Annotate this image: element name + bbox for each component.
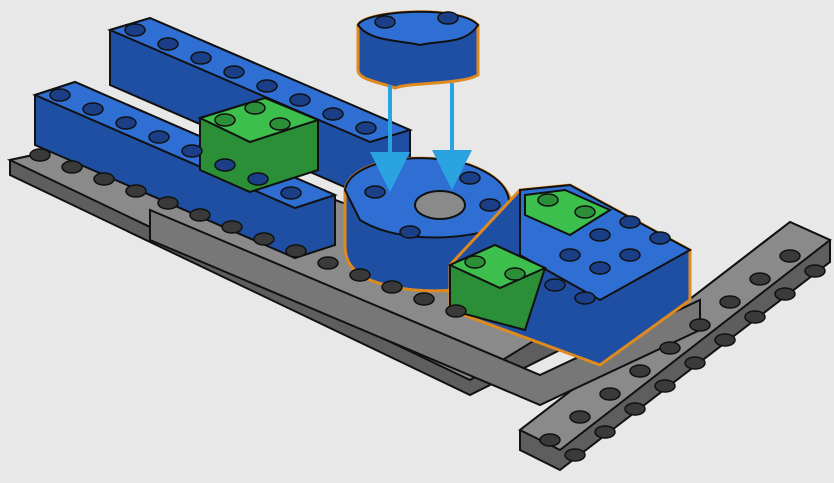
blue-stud <box>50 89 70 101</box>
blue-stud <box>400 226 420 238</box>
blue-stud <box>116 117 136 129</box>
plate-stud <box>540 434 560 446</box>
blue-stud <box>257 80 277 92</box>
green-stud <box>245 102 265 114</box>
blue-stud <box>224 66 244 78</box>
blue-stud <box>620 216 640 228</box>
green-stud <box>575 206 595 218</box>
plate-stud <box>158 197 178 209</box>
blue-stud <box>191 52 211 64</box>
plate-stud <box>660 342 680 354</box>
blue-stud <box>281 187 301 199</box>
plate-stud <box>318 257 338 269</box>
plate-stud <box>630 365 650 377</box>
plate-stud <box>715 334 735 346</box>
plate-stud <box>720 296 740 308</box>
blue-stud <box>620 249 640 261</box>
plate-stud <box>595 426 615 438</box>
plate-stud <box>126 185 146 197</box>
green-stud <box>465 256 485 268</box>
green-stud <box>538 194 558 206</box>
plate-stud <box>222 221 242 233</box>
blue-stud <box>149 131 169 143</box>
blue-stud <box>460 172 480 184</box>
blue-stud <box>575 292 595 304</box>
plate-stud <box>745 311 765 323</box>
plate-stud <box>414 293 434 305</box>
plate-stud <box>350 269 370 281</box>
blue-stud <box>590 229 610 241</box>
blue-stud <box>438 12 458 24</box>
blue-stud <box>290 94 310 106</box>
green-stud <box>270 118 290 130</box>
blue-stud <box>248 173 268 185</box>
plate-stud <box>750 273 770 285</box>
blue-stud <box>365 186 385 198</box>
plate-stud <box>570 411 590 423</box>
plate-stud <box>190 209 210 221</box>
plate-stud <box>30 149 50 161</box>
plate-stud <box>94 173 114 185</box>
blue-stud <box>125 24 145 36</box>
blue-stud <box>182 145 202 157</box>
blue-stud <box>356 122 376 134</box>
plate-stud <box>625 403 645 415</box>
blue-stud <box>375 16 395 28</box>
blue-stud <box>650 232 670 244</box>
plate-stud <box>254 233 274 245</box>
plate-stud <box>446 305 466 317</box>
plate-stud <box>690 319 710 331</box>
plate-stud <box>62 161 82 173</box>
plate-stud <box>565 449 585 461</box>
plate-stud <box>655 380 675 392</box>
blue-stud <box>215 159 235 171</box>
blue-stud <box>480 199 500 211</box>
plate-stud <box>780 250 800 262</box>
plate-stud <box>286 245 306 257</box>
green-stud <box>215 114 235 126</box>
green-stud <box>505 268 525 280</box>
blue-stud <box>158 38 178 50</box>
plate-stud <box>600 388 620 400</box>
blue-stud <box>560 249 580 261</box>
blue-stud <box>545 279 565 291</box>
blue-stud <box>590 262 610 274</box>
plate-stud <box>685 357 705 369</box>
blue-stud <box>323 108 343 120</box>
blue-stud <box>83 103 103 115</box>
plate-stud <box>382 281 402 293</box>
plate-stud <box>775 288 795 300</box>
plate-stud <box>805 265 825 277</box>
